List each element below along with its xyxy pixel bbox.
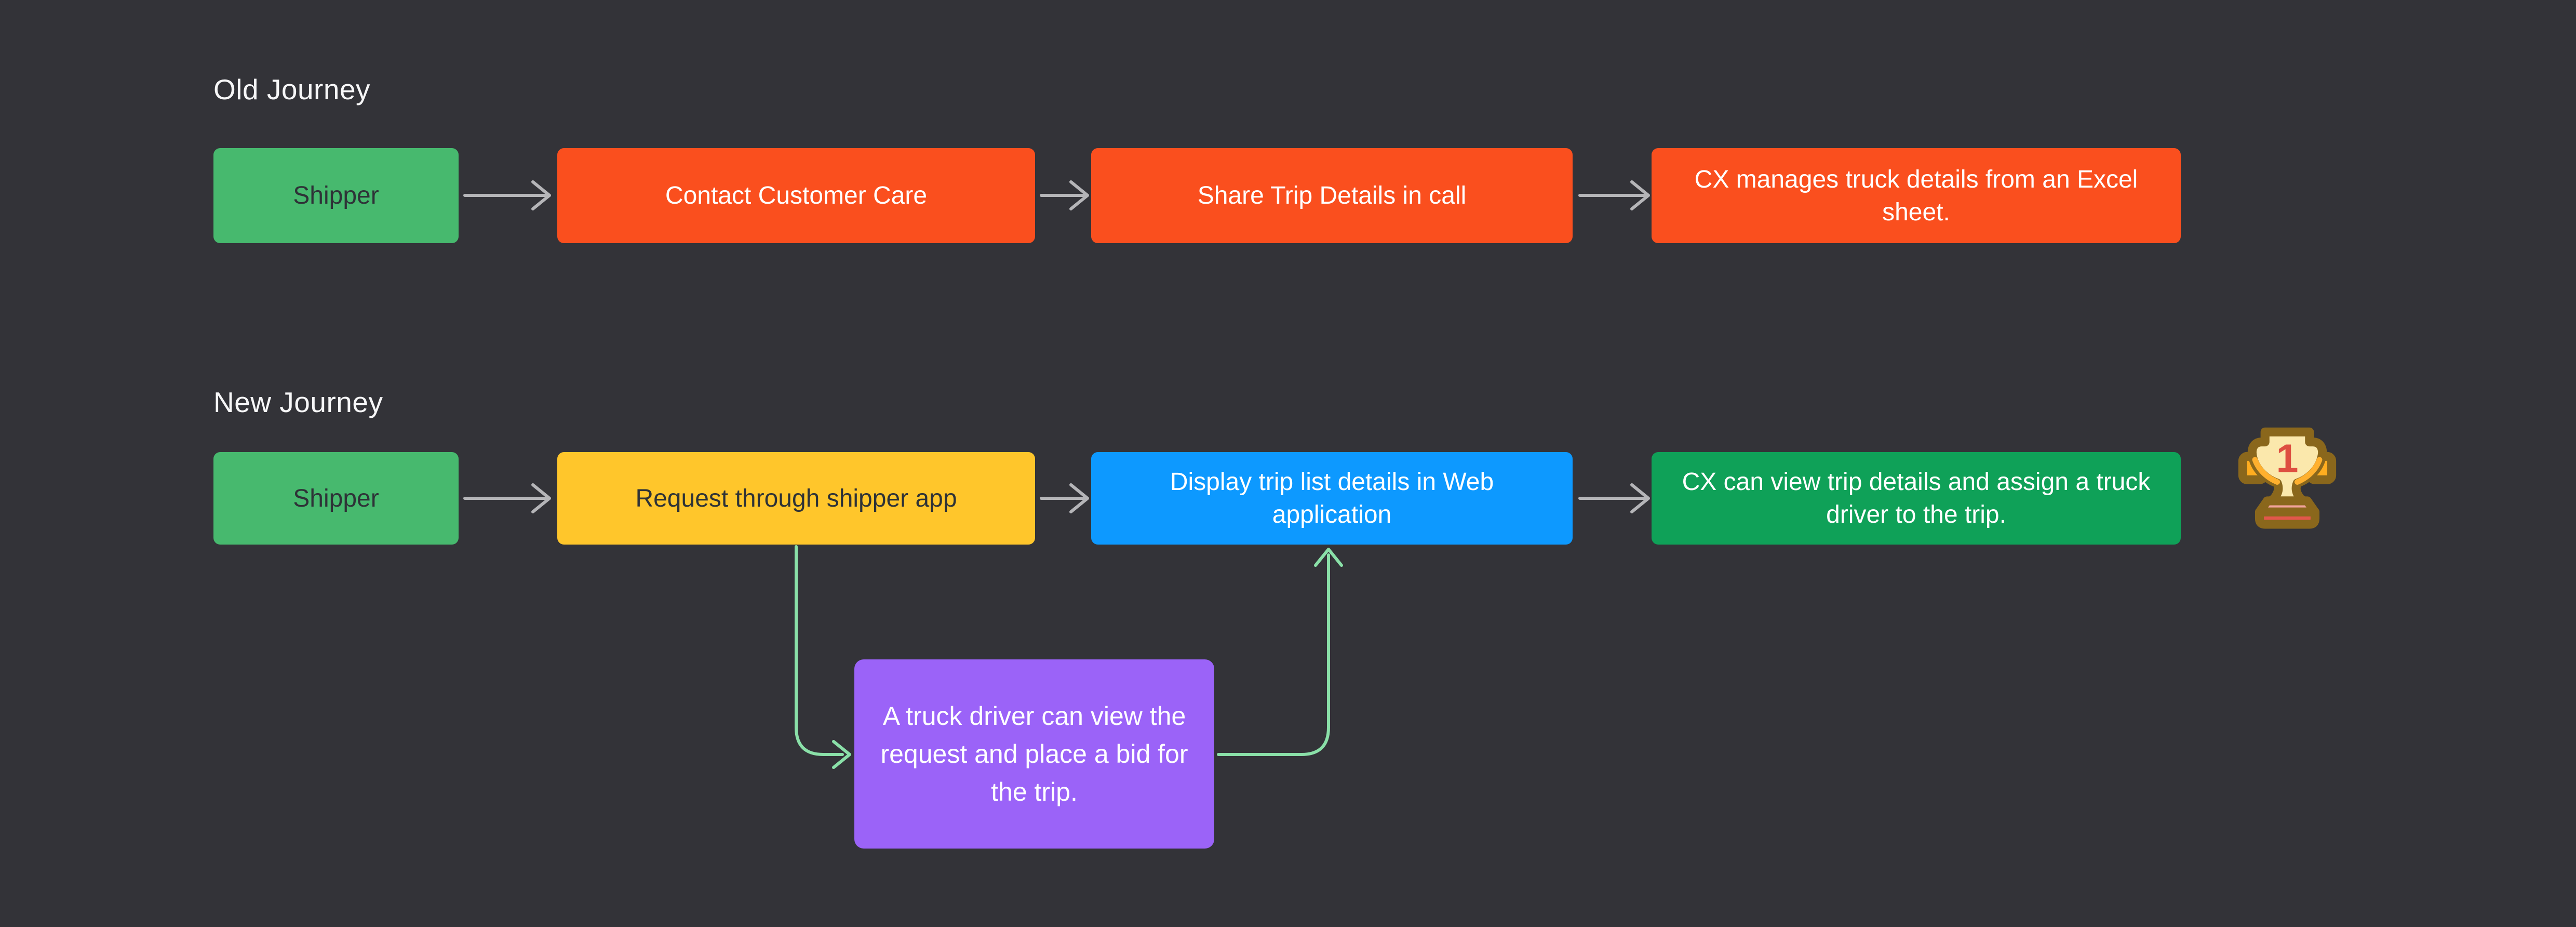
trophy-number: 1 [2276,436,2299,481]
trophy-cup-shade-left [2252,457,2280,485]
trophy-base-bottom [2255,507,2320,529]
old-step-cx-excel-node[interactable]: CX manages truck details from an Excel s… [1652,148,2181,243]
new-step-shipper-label: Shipper [293,484,379,512]
old-step-shipper-node[interactable]: Shipper [213,148,459,243]
old-step-share-trip-details-node[interactable]: Share Trip Details in call [1091,148,1573,243]
flow-arrow-new-2[interactable] [1040,483,1089,513]
new-step-cx-assign-driver-label: CX can view trip details and assign a tr… [1682,468,2151,528]
old-step-contact-customer-care-label: Contact Customer Care [665,182,928,209]
new-step-cx-assign-driver-node[interactable]: CX can view trip details and assign a tr… [1652,452,2181,545]
new-step-request-app-label: Request through shipper app [635,484,957,512]
new-step-shipper-node[interactable]: Shipper [213,452,459,545]
truck-driver-bid-note-label: A truck driver can view the request and … [880,701,1188,806]
trophy-cup-shade-right [2294,457,2323,485]
truck-driver-bid-note[interactable]: A truck driver can view the request and … [854,659,1214,849]
flow-arrow-old-3[interactable] [1578,180,1650,210]
flow-arrow-new-3[interactable] [1578,483,1650,513]
old-journey-title[interactable]: Old Journey [213,73,371,105]
new-step-display-trip-list-node[interactable]: Display trip list details in Web applica… [1091,452,1573,545]
first-place-trophy-icon[interactable]: 1 [2232,424,2343,547]
branch-arrow-request-to-note[interactable] [795,545,851,769]
new-step-request-app-node[interactable]: Request through shipper app [557,452,1035,545]
old-step-cx-excel-label: CX manages truck details from an Excel s… [1694,165,2138,226]
branch-arrow-note-to-display[interactable] [1217,548,1343,756]
flow-arrow-old-1[interactable] [463,180,551,210]
flow-arrow-new-1[interactable] [463,483,551,513]
old-step-contact-customer-care-node[interactable]: Contact Customer Care [557,148,1035,243]
new-step-display-trip-list-label: Display trip list details in Web applica… [1170,468,1494,528]
old-step-share-trip-details-label: Share Trip Details in call [1197,182,1467,209]
new-journey-title[interactable]: New Journey [213,386,383,418]
old-step-shipper-label: Shipper [293,182,379,209]
flow-arrow-old-2[interactable] [1040,180,1089,210]
